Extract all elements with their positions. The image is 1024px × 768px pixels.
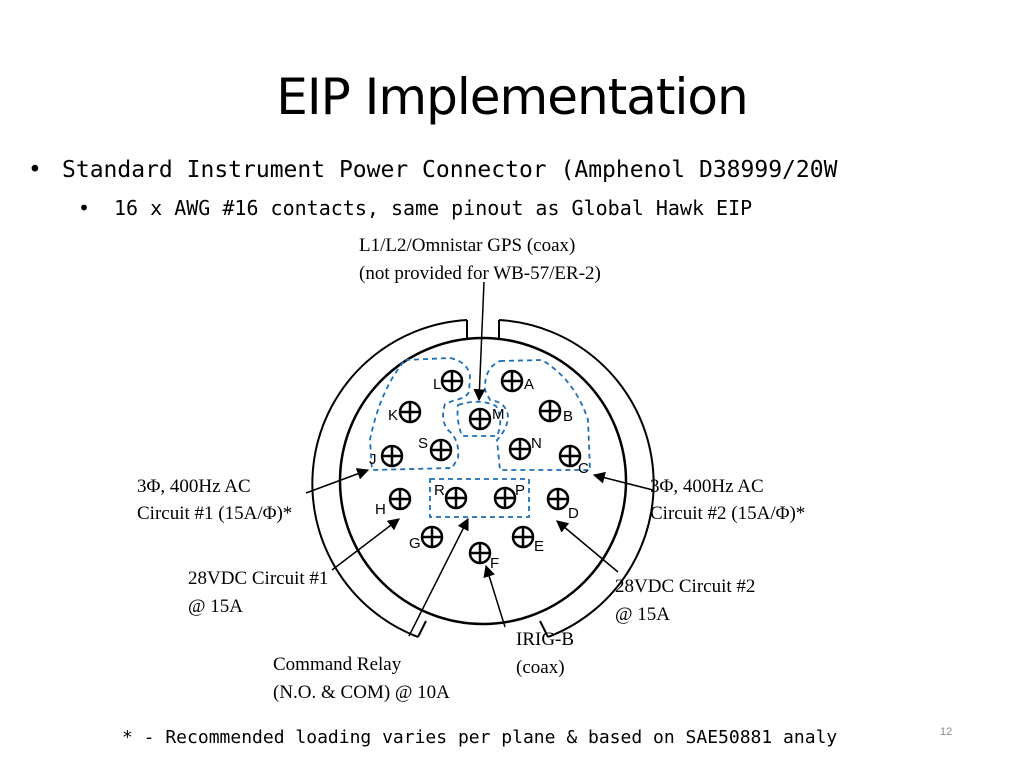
pin-F: F	[468, 541, 499, 572]
dc1-label-line1: 28VDC Circuit #1	[188, 568, 328, 589]
pin-label-K: K	[388, 407, 398, 424]
irig-label-line1: IRIG-B	[516, 629, 574, 650]
ac1-label-line2: Circuit #1 (15A/Φ)*	[137, 503, 292, 524]
gps-arrow	[473, 281, 486, 402]
pin-label-H: H	[375, 501, 386, 518]
pin-label-M: M	[492, 406, 505, 423]
pin-G: G	[409, 525, 444, 552]
pin-label-E: E	[534, 538, 544, 555]
pin-label-B: B	[563, 408, 573, 425]
relay-label-line2: (N.O. & COM) @ 10A	[273, 682, 450, 703]
pin-M: M	[468, 406, 505, 431]
pin-K: K	[388, 400, 422, 424]
ac1-arrow	[305, 468, 370, 494]
gps-label-line1: L1/L2/Omnistar GPS (coax)	[359, 235, 575, 256]
pin-label-G: G	[409, 535, 421, 552]
pin-label-N: N	[531, 435, 542, 452]
dc2-label-line2: @ 15A	[615, 604, 670, 625]
pin-B: B	[538, 399, 573, 425]
irig-arrow	[483, 564, 506, 628]
ac2-label-line1: 3Φ, 400Hz AC	[650, 476, 764, 497]
pin-label-R: R	[434, 482, 445, 499]
dc1-arrow	[331, 518, 400, 571]
pin-label-J: J	[369, 451, 377, 468]
slide-title: EIP Implementation	[276, 68, 748, 126]
ac2-arrow	[592, 471, 654, 491]
pin-label-L: L	[433, 376, 441, 393]
pin-E: E	[511, 525, 544, 555]
pin-H: H	[375, 487, 412, 518]
dc2-arrow	[556, 520, 619, 573]
relay-arrow	[408, 517, 469, 637]
gps-group	[456, 400, 502, 437]
page-number: 12	[940, 726, 953, 738]
pin-R: R	[434, 482, 468, 510]
callout-arrows	[305, 281, 654, 637]
pin-A: A	[500, 369, 534, 393]
pin-label-S: S	[418, 435, 428, 452]
command-relay-group	[429, 478, 530, 518]
ac2-label-line2: Circuit #2 (15A/Φ)*	[650, 503, 805, 524]
bullet-connector-text: Standard Instrument Power Connector (Amp…	[62, 157, 838, 183]
pin-C: C	[558, 444, 589, 477]
bullet-contacts: • 16 x AWG #16 contacts, same pinout as G…	[78, 193, 752, 223]
pin-L: L	[433, 369, 464, 393]
footnote: * - Recommended loading varies per plane…	[122, 727, 838, 748]
bullet-contacts-text: 16 x AWG #16 contacts, same pinout as Gl…	[114, 196, 753, 220]
pin-P: P	[493, 482, 525, 510]
pin-label-P: P	[515, 482, 525, 499]
dc1-label-line2: @ 15A	[188, 596, 243, 617]
pin-S: S	[418, 435, 453, 462]
gps-label-line2: (not provided for WB-57/ER-2)	[359, 263, 601, 284]
bullet-marker: •	[28, 157, 42, 183]
pin-label-C: C	[578, 460, 589, 477]
ac-circuit-1-group	[369, 357, 471, 471]
connector-shell	[311, 319, 655, 638]
pin-J: J	[369, 444, 404, 468]
pin-label-A: A	[524, 376, 534, 393]
pin-label-F: F	[490, 555, 499, 572]
dc2-label-line1: 28VDC Circuit #2	[615, 576, 755, 597]
ac-circuit-2-group	[484, 359, 591, 471]
bullet-marker: •	[78, 196, 91, 220]
connector-face	[338, 336, 628, 626]
pin-N: N	[508, 435, 542, 461]
bullet-connector: • Standard Instrument Power Connector (Am…	[28, 154, 837, 186]
relay-label-line1: Command Relay	[273, 654, 402, 675]
irig-label-line2: (coax)	[516, 657, 565, 678]
pin-label-D: D	[568, 505, 579, 522]
ac1-label-line1: 3Φ, 400Hz AC	[137, 476, 251, 497]
pin-D: D	[546, 487, 579, 522]
